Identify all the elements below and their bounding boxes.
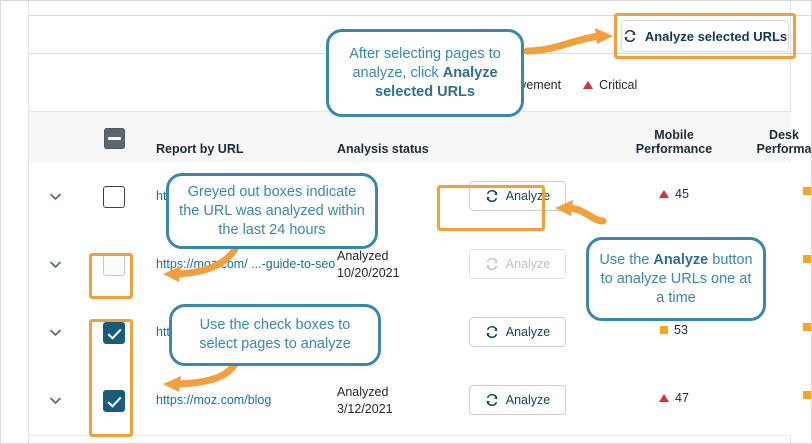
- refresh-icon: [485, 257, 499, 271]
- row-analyze-button-wrap: Analyze: [469, 385, 566, 415]
- column-header-mobile-line2: Performance: [635, 142, 713, 156]
- chevron-down-icon[interactable]: [49, 326, 62, 339]
- triangle-red-icon: [583, 81, 594, 89]
- table-row[interactable]: https://moz.com/blog Analyzed 3/12/2021: [29, 367, 811, 436]
- analyze-button-label: Analyze: [505, 257, 551, 271]
- refresh-icon: [485, 325, 499, 339]
- table-header-row: Report by URL Analysis status Mobile Per…: [29, 111, 811, 165]
- checkbox-checked-icon: [103, 322, 125, 344]
- triangle-red-icon: [659, 394, 670, 402]
- column-header-mobile-line1: Mobile: [654, 128, 694, 142]
- row-status-line1: Analyzed: [337, 385, 389, 399]
- callout-greyed-out-boxes: Greyed out boxes indicate the URL was an…: [166, 173, 378, 249]
- checkbox-unchecked-icon: [103, 186, 125, 208]
- column-header-url: Report by URL: [156, 142, 244, 156]
- row-url-link[interactable]: https://moz.com/blog: [156, 393, 272, 407]
- square-orange-icon: [803, 187, 811, 195]
- chevron-down-icon[interactable]: [49, 258, 62, 271]
- row-analysis-status: Analyzed 3/12/2021: [337, 384, 457, 418]
- row-status-line1: Analyzed: [337, 249, 389, 263]
- triangle-red-icon: [659, 190, 670, 198]
- row-analyze-button-wrap: Analyze: [469, 317, 566, 347]
- column-header-desktop-line2: Performa: [756, 142, 812, 156]
- row-mobile-performance: 45: [619, 187, 729, 201]
- column-header-analysis-status: Analysis status: [337, 142, 429, 156]
- analyze-selected-urls-label: Analyze selected URLs: [644, 28, 788, 44]
- row-mobile-value: 45: [675, 187, 689, 201]
- callout-analyze-text-c: button to analyze URLs one at a time: [600, 251, 753, 306]
- row-desktop-performance: [729, 187, 811, 195]
- row-checkbox[interactable]: [103, 322, 125, 344]
- analyze-button[interactable]: Analyze: [469, 385, 566, 415]
- analyze-button[interactable]: Analyze: [469, 181, 566, 211]
- row-desktop-performance: [729, 255, 811, 263]
- callout-analyze-text-a: Use the: [599, 251, 654, 268]
- row-mobile-value: 47: [675, 391, 689, 405]
- chevron-down-icon[interactable]: [49, 394, 62, 407]
- row-url-link[interactable]: htt: [156, 325, 170, 339]
- legend-item-critical: Critical: [583, 78, 637, 92]
- row-desktop-performance: [729, 391, 811, 399]
- analyze-button-disabled: Analyze: [469, 249, 566, 279]
- checkbox-checked-icon: [103, 390, 125, 412]
- row-mobile-value: 53: [674, 323, 688, 337]
- row-checkbox[interactable]: [103, 186, 125, 208]
- analyze-selected-urls-button[interactable]: Analyze selected URLs: [621, 20, 789, 52]
- analyze-button-label: Analyze: [505, 325, 551, 339]
- row-url-link[interactable]: ht: [156, 189, 167, 203]
- callout-checkboxes-usage: Use the check boxes to select pages to a…: [169, 304, 381, 366]
- row-checkbox[interactable]: [103, 254, 125, 276]
- callout-greyed-text: Greyed out boxes indicate the URL was an…: [179, 183, 365, 238]
- callout-analyze-text-b: Analyze: [653, 251, 709, 268]
- chevron-down-icon[interactable]: [49, 190, 62, 203]
- select-all-checkbox[interactable]: [104, 128, 125, 149]
- row-status-line2: 10/20/2021: [337, 266, 400, 280]
- row-status-line2: 3/12/2021: [337, 402, 393, 416]
- legend-label-critical: Critical: [599, 78, 638, 92]
- analyze-button-label: Analyze: [505, 393, 551, 407]
- divider-top: [29, 15, 811, 16]
- column-header-desktop-line1: Desk: [769, 128, 799, 142]
- callout-checkboxes-text: Use the check boxes to select pages to a…: [199, 317, 351, 352]
- column-header-mobile-performance: Mobile Performance: [619, 128, 729, 156]
- callout-analyze-button-usage: Use the Analyze button to analyze URLs o…: [586, 237, 766, 321]
- refresh-icon: [623, 29, 637, 43]
- row-checkbox[interactable]: [103, 390, 125, 412]
- row-analyze-button-wrap: Analyze: [469, 249, 566, 279]
- checkbox-disabled-icon: [103, 254, 125, 276]
- row-desktop-performance: [729, 323, 811, 331]
- row-url-link[interactable]: https://moz.com/ ...-guide-to-seo: [156, 257, 336, 271]
- callout-top-text-a: After selecting pages to analyze, click: [349, 45, 501, 81]
- square-orange-icon: [803, 391, 811, 399]
- callout-top-text-b: Analyze selected URLs: [375, 64, 498, 100]
- row-analyze-button-wrap: Analyze: [469, 181, 566, 211]
- callout-analyze-selected-urls: After selecting pages to analyze, click …: [326, 29, 524, 117]
- row-mobile-performance: 53: [619, 323, 729, 337]
- analyze-button-label: Analyze: [505, 189, 551, 203]
- square-orange-icon: [660, 326, 669, 334]
- square-orange-icon: [803, 255, 811, 263]
- refresh-icon: [485, 393, 499, 407]
- analyze-button[interactable]: Analyze: [469, 317, 566, 347]
- column-header-desktop-performance: Desk Performa: [729, 128, 812, 156]
- indeterminate-checkbox-icon: [104, 128, 125, 149]
- row-analysis-status: Analyzed 10/20/2021: [337, 248, 457, 282]
- square-orange-icon: [803, 323, 811, 331]
- row-mobile-performance: 47: [619, 391, 729, 405]
- refresh-icon: [485, 189, 499, 203]
- table-row[interactable]: ht 1 Analyze: [29, 163, 811, 232]
- left-border: [28, 1, 29, 443]
